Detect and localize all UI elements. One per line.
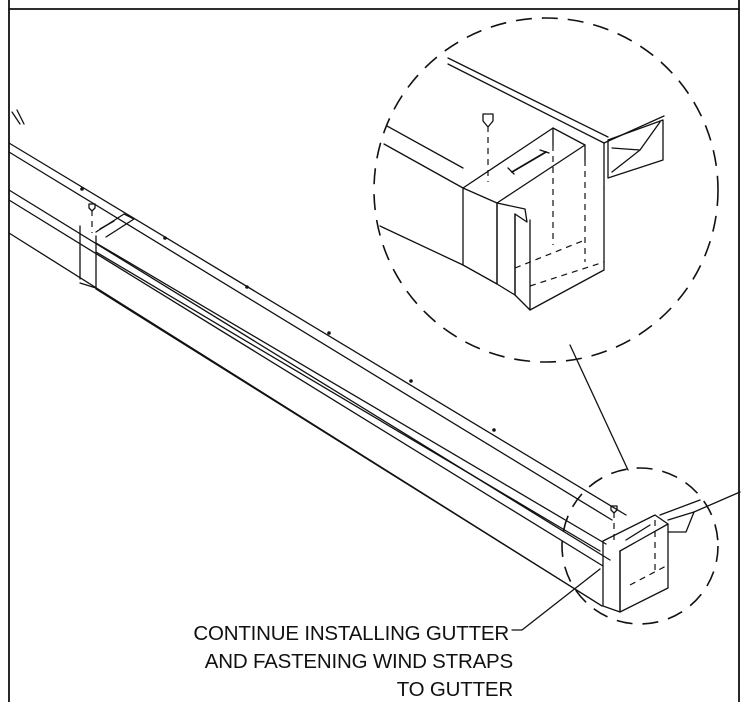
- end-roof-line: [693, 491, 741, 513]
- gutter-bottom-joint: [79, 282, 97, 289]
- gutter-trough-inner-1: [95, 242, 607, 545]
- end-screw-icon: [610, 505, 618, 514]
- detail-hidden-4: [529, 261, 605, 287]
- detail-hidden-3: [514, 239, 586, 269]
- detail-gutter-lip: [383, 143, 464, 189]
- detail-circle-small: [561, 467, 719, 625]
- wind-strap-icon: [511, 151, 547, 173]
- detail-end-front-face: [514, 187, 605, 311]
- wind-strap-left-slot: [99, 220, 115, 230]
- end-strap: [625, 524, 651, 541]
- detail-bracket: [607, 119, 664, 179]
- gutter-trough-inner-2: [95, 251, 601, 552]
- detail-roof-edge-2: [447, 63, 605, 144]
- detail-circle-large: [373, 17, 719, 363]
- enlarged-detail: [379, 57, 665, 311]
- fastener-dot: [163, 236, 167, 240]
- end-cap-front-face: [619, 523, 669, 613]
- fastener-dot: [327, 331, 331, 335]
- gutter-top-back-edge: [8, 142, 627, 516]
- gutter-run: [8, 142, 627, 607]
- end-cap-top: [602, 514, 669, 552]
- detail-gutter-bottom: [379, 225, 464, 266]
- callout-line-3: TO GUTTER: [396, 678, 513, 701]
- gutter-bottom-edge-2: [95, 288, 603, 607]
- gutter-end-detail: [602, 491, 741, 613]
- end-cap-left-face: [602, 540, 621, 613]
- detail-gutter-back: [386, 125, 464, 169]
- callout-line-2: AND FASTENING WIND STRAPS: [204, 650, 513, 673]
- detail-screw-icon: [482, 113, 494, 128]
- gutter-front-lip-bottom: [8, 199, 604, 567]
- detail-end-mid-face: [496, 202, 516, 296]
- callout-leader: [511, 568, 601, 631]
- detail-end-left-face: [462, 187, 498, 285]
- screw-icon: [88, 203, 96, 212]
- gutter-top-lip: [8, 151, 613, 521]
- fastener-dot: [409, 379, 413, 383]
- fastener-dot: [80, 187, 84, 191]
- fastener-dot: [245, 285, 249, 289]
- detail-roof-edge: [447, 57, 609, 138]
- fastener-dot: [492, 428, 496, 432]
- callout-line-1: CONTINUE INSTALLING GUTTER: [193, 622, 509, 645]
- detail-end-lip: [496, 202, 528, 223]
- gutter-front-lip-top: [8, 189, 611, 561]
- left-leader-stub: [11, 109, 25, 125]
- end-roof-line-2: [659, 499, 701, 516]
- wind-strap-ends: [507, 149, 550, 175]
- end-bracket: [667, 511, 695, 533]
- detail-leader-line: [569, 344, 629, 471]
- detail-bracket-brace: [611, 121, 661, 173]
- end-cap-hidden-line: [629, 564, 669, 586]
